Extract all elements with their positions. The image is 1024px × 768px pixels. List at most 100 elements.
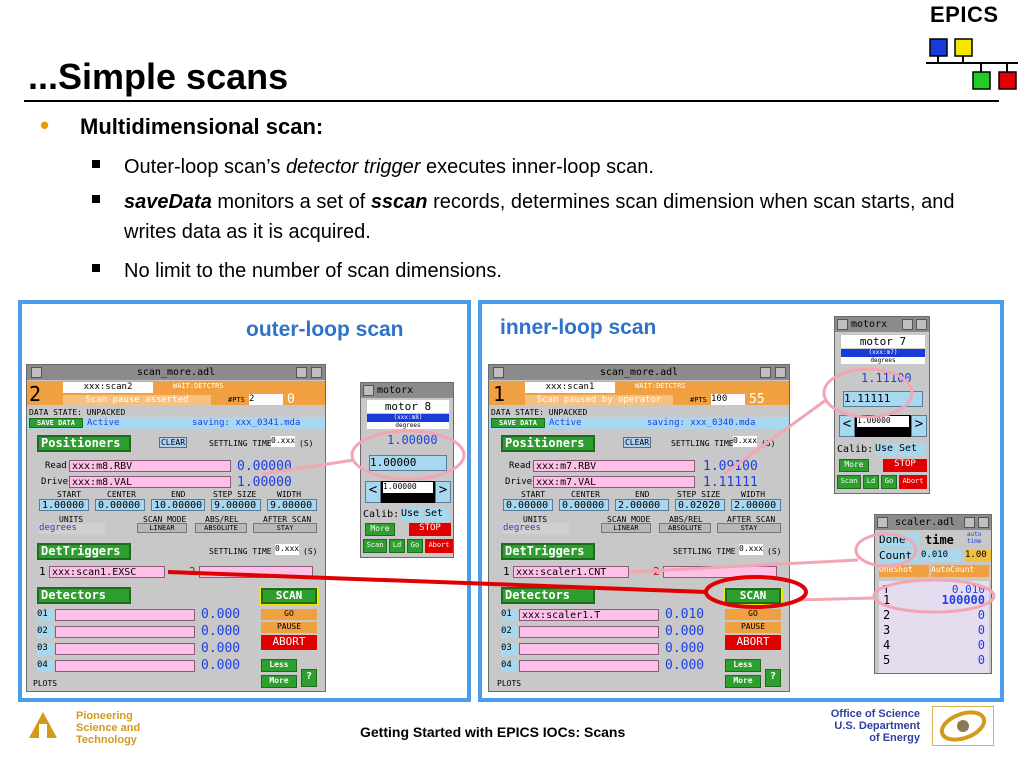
outer-motor-scan-button[interactable]: Scan [363, 539, 387, 553]
inner-save-data-button[interactable]: SAVE DATA [491, 418, 545, 428]
outer-read-pv[interactable]: xxx:m8.RBV [69, 460, 231, 472]
window-menu-icon[interactable] [837, 319, 848, 330]
inner-detector-pv[interactable] [519, 660, 659, 672]
outer-settling-input[interactable]: 0.xxx [271, 436, 296, 447]
outer-motor-ld-button[interactable]: Ld [389, 539, 405, 553]
outer-detector-pv[interactable] [55, 643, 195, 655]
outer-start-input[interactable]: 1.00000 [39, 499, 89, 511]
minimize-icon[interactable] [296, 367, 307, 378]
inner-motor-tweak-right[interactable]: > [911, 415, 927, 437]
inner-detector-pv[interactable] [519, 643, 659, 655]
window-menu-icon[interactable] [363, 385, 374, 396]
outer-motor-tweak-input[interactable]: 1.00000 [383, 482, 433, 493]
inner-motor-more-button[interactable]: More [839, 459, 869, 472]
outer-npts-input[interactable]: 2 [249, 394, 283, 405]
inner-motor-tweak-input[interactable]: 1.00000 [857, 416, 909, 427]
window-menu-icon[interactable] [31, 367, 42, 378]
inner-motor-ld-button[interactable]: Ld [863, 475, 879, 489]
scaler-count-button[interactable]: Count [879, 549, 919, 563]
outer-drive-pv[interactable]: xxx:m8.VAL [69, 476, 231, 488]
inner-clear-button[interactable]: CLEAR [623, 437, 651, 448]
outer-less-button[interactable]: Less [261, 659, 297, 672]
outer-absrel-menu[interactable]: ABSOLUTE [195, 523, 247, 533]
window-menu-icon[interactable] [493, 367, 504, 378]
inner-motor-stop-button[interactable]: STOP [883, 459, 927, 472]
inner-less-button[interactable]: Less [725, 659, 761, 672]
outer-motor-tweak-left[interactable]: < [365, 481, 381, 503]
inner-width-input[interactable]: 2.00000 [731, 499, 781, 511]
minimize-icon[interactable] [902, 319, 913, 330]
scaler-autocount-button[interactable]: AutoCount [931, 565, 989, 577]
outer-motor-stop-button[interactable]: STOP [409, 523, 451, 536]
minimize-icon[interactable] [760, 367, 771, 378]
inner-positioners-button[interactable]: Positioners [501, 435, 595, 452]
inner-go-button[interactable]: GO [725, 609, 781, 620]
inner-dettriggers-button[interactable]: DetTriggers [501, 543, 595, 560]
outer-clear-button[interactable]: CLEAR [159, 437, 187, 448]
inner-read-pv[interactable]: xxx:m7.RBV [533, 460, 695, 472]
minimize-icon[interactable] [964, 517, 975, 528]
inner-scan-button[interactable]: SCAN [725, 588, 781, 604]
outer-center-input[interactable]: 0.00000 [95, 499, 145, 511]
inner-start-input[interactable]: 0.00000 [503, 499, 553, 511]
maximize-icon[interactable] [916, 319, 927, 330]
outer-trig-settle-input[interactable]: 0.xxx [275, 544, 300, 555]
outer-mode-menu[interactable]: LINEAR [137, 523, 187, 533]
inner-settling-input[interactable]: 0.xxx [733, 436, 758, 447]
scaler-count-input[interactable]: 0.010 [921, 550, 961, 562]
outer-detector-pv[interactable] [55, 609, 195, 621]
outer-step-input[interactable]: 9.00000 [211, 499, 261, 511]
outer-scan-button[interactable]: SCAN [261, 588, 317, 604]
inner-motor-use-button[interactable]: Use [875, 443, 897, 456]
outer-end-input[interactable]: 10.00000 [151, 499, 205, 511]
inner-motor-scan-button[interactable]: Scan [837, 475, 861, 489]
inner-detector-pv[interactable] [519, 626, 659, 638]
maximize-icon[interactable] [311, 367, 322, 378]
inner-after-menu[interactable]: STAY [717, 523, 781, 533]
scaler-rate-input[interactable]: 1.00 [965, 550, 991, 562]
outer-go-button[interactable]: GO [261, 609, 317, 620]
outer-save-data-button[interactable]: SAVE DATA [29, 418, 83, 428]
inner-more-button[interactable]: More [725, 675, 761, 688]
outer-pause-button[interactable]: PAUSE [261, 622, 317, 633]
inner-detectors-button[interactable]: Detectors [501, 587, 595, 604]
inner-trig-settle-input[interactable]: 0.xxx [739, 544, 764, 555]
inner-npts-input[interactable]: 100 [711, 394, 745, 405]
outer-motor-set-button[interactable]: Set [425, 508, 449, 521]
inner-mode-menu[interactable]: LINEAR [601, 523, 651, 533]
outer-detector-pv[interactable] [55, 660, 195, 672]
maximize-icon[interactable] [775, 367, 786, 378]
outer-abort-button[interactable]: ABORT [261, 635, 317, 650]
inner-help-button[interactable]: ? [765, 669, 781, 687]
outer-help-button[interactable]: ? [301, 669, 317, 687]
inner-trig1-pv[interactable]: xxx:scaler1.CNT [513, 566, 629, 578]
inner-center-input[interactable]: 0.00000 [559, 499, 609, 511]
outer-dettriggers-button[interactable]: DetTriggers [37, 543, 131, 560]
outer-width-input[interactable]: 9.00000 [267, 499, 317, 511]
outer-motor-use-button[interactable]: Use [401, 508, 423, 521]
outer-detectors-button[interactable]: Detectors [37, 587, 131, 604]
outer-motor-abort-button[interactable]: Abort [425, 539, 453, 553]
scaler-oneshot-button[interactable]: OneShot [879, 565, 929, 577]
outer-motor-more-button[interactable]: More [365, 523, 395, 536]
outer-after-menu[interactable]: STAY [253, 523, 317, 533]
outer-more-button[interactable]: More [261, 675, 297, 688]
outer-trig1-pv[interactable]: xxx:scan1.EXSC [49, 566, 165, 578]
window-menu-icon[interactable] [877, 517, 888, 528]
outer-motor-go-button[interactable]: Go [407, 539, 423, 553]
scaler-done-button[interactable]: Done [879, 533, 919, 547]
inner-absrel-menu[interactable]: ABSOLUTE [659, 523, 711, 533]
inner-motor-go-button[interactable]: Go [881, 475, 897, 489]
outer-motor-tweak-right[interactable]: > [435, 481, 451, 503]
inner-motor-tweak-left[interactable]: < [839, 415, 855, 437]
outer-trig2-pv[interactable] [199, 566, 313, 578]
inner-motor-set-button[interactable]: Set [899, 443, 925, 456]
inner-abort-button[interactable]: ABORT [725, 635, 781, 650]
inner-step-input[interactable]: 0.02020 [675, 499, 725, 511]
inner-end-input[interactable]: 2.00000 [615, 499, 669, 511]
outer-positioners-button[interactable]: Positioners [37, 435, 131, 452]
outer-motor-val-input[interactable]: 1.00000 [369, 455, 447, 471]
inner-pause-button[interactable]: PAUSE [725, 622, 781, 633]
inner-motor-abort-button[interactable]: Abort [899, 475, 927, 489]
inner-detector-pv[interactable]: xxx:scaler1.T [519, 609, 659, 621]
